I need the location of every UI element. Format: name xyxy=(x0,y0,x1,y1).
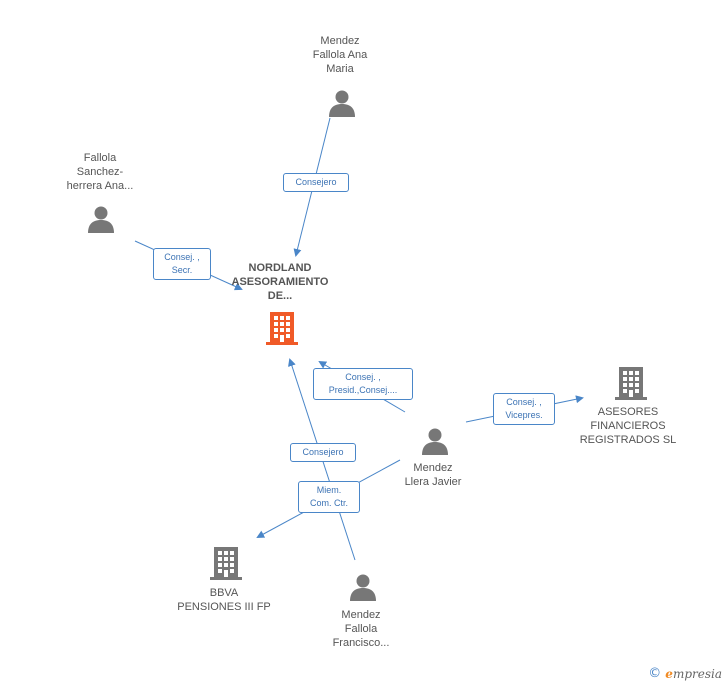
footer-brand: © empresia xyxy=(648,666,722,681)
edge-label-consejero-bottom[interactable]: Consejero xyxy=(290,443,356,462)
building-icon[interactable] xyxy=(615,366,647,400)
node-name-asesores[interactable]: ASESORES FINANCIEROS REGISTRADOS SL xyxy=(579,406,677,446)
node-name-mendez-llera[interactable]: Mendez Llera Javier xyxy=(404,462,462,488)
edge-label-consej-presid[interactable]: Consej. , Presid.,Consej.... xyxy=(313,368,413,400)
person-icon[interactable] xyxy=(86,204,116,234)
edge-label-consej-vicepres[interactable]: Consej. , Vicepres. xyxy=(493,393,555,425)
node-name-main-company[interactable]: NORDLAND ASESORAMIENTO DE... xyxy=(231,262,329,302)
person-icon[interactable] xyxy=(348,572,378,602)
node-name-bbva[interactable]: BBVA PENSIONES III FP xyxy=(177,587,271,613)
node-name-fallola-sanchez[interactable]: Fallola Sanchez- herrera Ana... xyxy=(66,152,134,192)
node-name-mendez-fallola-ana[interactable]: Mendez Fallola Ana Maria xyxy=(312,35,368,75)
brand-logo[interactable]: empresia xyxy=(665,666,722,681)
person-icon[interactable] xyxy=(420,426,450,456)
copyright-icon: © xyxy=(648,666,662,681)
person-icon[interactable] xyxy=(327,88,357,118)
edge-label-miem-com[interactable]: Miem. Com. Ctr. xyxy=(298,481,360,513)
building-icon[interactable] xyxy=(266,311,298,345)
node-name-mendez-fallola-francisco[interactable]: Mendez Fallola Francisco... xyxy=(332,609,390,649)
edge-label-consejero-top[interactable]: Consejero xyxy=(283,173,349,192)
edge-label-consej-secr[interactable]: Consej. , Secr. xyxy=(153,248,211,280)
building-icon[interactable] xyxy=(210,546,242,580)
